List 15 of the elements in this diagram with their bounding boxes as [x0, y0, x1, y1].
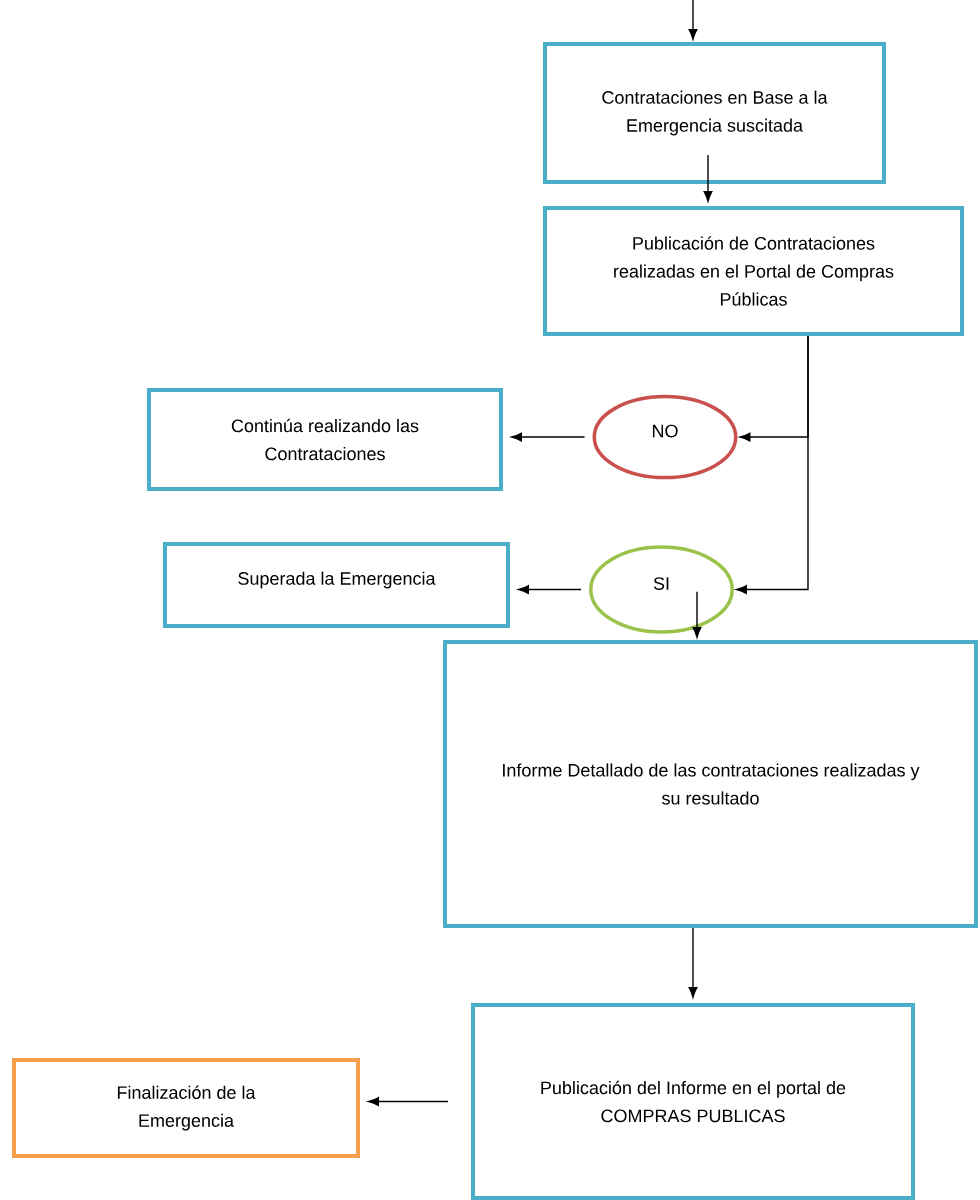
arrow [511, 432, 586, 442]
arrow [688, 927, 698, 998]
arrow [692, 591, 702, 638]
arrow [688, 0, 698, 40]
arrow [368, 1097, 449, 1106]
process-box: Continúa realizando las Contrataciones [147, 388, 503, 491]
process-box: Informe Detallado de las contrataciones realizadas y su resultado [443, 640, 978, 928]
process-box: Finalización de la Emergencia [12, 1058, 360, 1158]
arrow [703, 154, 713, 202]
process-box: Publicación de Contrataciones realizadas en el Portal de Compras Públicas [543, 206, 964, 336]
process-box: Superada la Emergencia [163, 542, 510, 628]
process-box: Publicación del Informe en el portal de COMPRAS PUBLICAS [471, 1003, 915, 1200]
process-box: Contrataciones en Base a la Emergencia suscitada [543, 42, 886, 184]
arrow [736, 335, 809, 594]
arrow [518, 585, 582, 594]
